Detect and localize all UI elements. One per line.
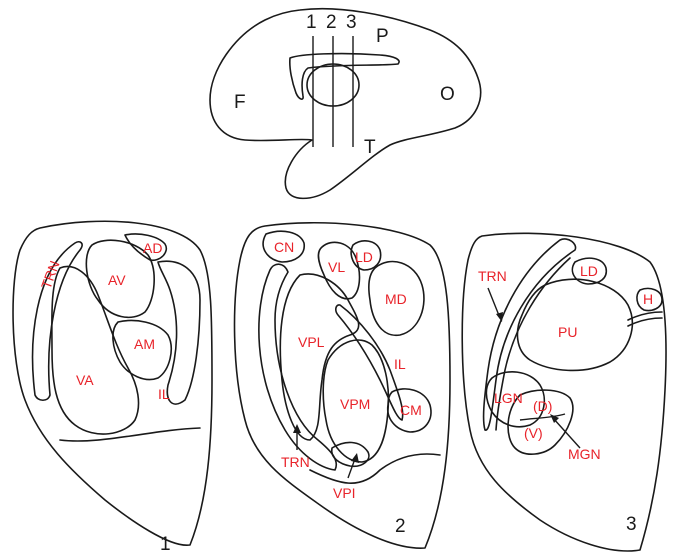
- callosal-contour: [289, 52, 400, 100]
- region-am: [112, 319, 172, 381]
- section-number: 1: [160, 534, 171, 555]
- arrow-trn-head: [293, 424, 301, 433]
- section-2-ventral-line: [309, 453, 441, 484]
- label-ld: LD: [355, 249, 373, 265]
- region-trn: [258, 263, 337, 471]
- region-trn: [31, 241, 83, 402]
- label-va: VA: [76, 372, 94, 388]
- label-trn: TRN: [281, 454, 310, 470]
- section-number: 3: [626, 514, 637, 535]
- label-v: (V): [524, 425, 543, 441]
- region-lamina: [627, 311, 663, 327]
- region-trn: [482, 238, 577, 431]
- section-1: TRN AV AD AM VA IL 1: [12, 220, 213, 555]
- region-va: [51, 265, 140, 435]
- region-cn: [262, 230, 305, 263]
- region-h: [636, 287, 663, 312]
- section-1-outline: [12, 220, 213, 546]
- section-number: 2: [395, 516, 406, 537]
- region-ld: [350, 240, 382, 271]
- region-ld: [571, 257, 608, 285]
- region-internal-capsule: [157, 260, 201, 405]
- label-ad: AD: [143, 240, 162, 256]
- brain-lateral-view: 1 2 3 P F O T: [209, 7, 482, 200]
- section-3: TRN LD H PU LGN (D) (V) MGN 3: [461, 232, 667, 552]
- label-lgn: LGN: [494, 390, 523, 406]
- region-vpm: [322, 339, 390, 463]
- region-cm: [386, 388, 432, 433]
- arrow-mgn: [552, 417, 581, 449]
- label-av: AV: [108, 272, 126, 288]
- section-line-label-2: 2: [326, 12, 337, 33]
- region-md: [368, 260, 425, 336]
- section-1-ventral-line: [59, 427, 201, 442]
- label-md: MD: [385, 291, 407, 307]
- lobe-label-occipital: O: [440, 84, 455, 105]
- lobe-label-temporal: T: [364, 137, 376, 158]
- label-pu: PU: [558, 324, 577, 340]
- region-pu: [516, 278, 634, 372]
- label-h: H: [643, 291, 653, 307]
- label-il: IL: [394, 356, 406, 372]
- label-vl: VL: [328, 259, 345, 275]
- arrow-trn-head: [496, 312, 503, 322]
- label-am: AM: [134, 336, 155, 352]
- brain-outline: [209, 7, 482, 200]
- region-vl: [317, 241, 361, 300]
- region-lgn: [485, 371, 546, 428]
- arrow-mgn-head: [550, 414, 559, 423]
- region-mgn-divider: [519, 413, 566, 421]
- region-il: [335, 304, 404, 421]
- label-cn: CN: [274, 239, 294, 255]
- label-vpi: VPI: [333, 485, 356, 501]
- arrow-vpi-head: [351, 453, 359, 463]
- section-2: CN VL LD MD VPL IL VPM CM TRN VPI 2: [233, 221, 451, 549]
- region-vpi: [330, 441, 370, 468]
- label-mgn: MGN: [568, 446, 601, 462]
- label-trn: TRN: [478, 268, 507, 284]
- section-3-outline: [461, 232, 667, 552]
- label-vpm: VPM: [340, 396, 370, 412]
- section-2-outline: [233, 221, 451, 549]
- region-mgn: [507, 389, 574, 455]
- label-vpl: VPL: [298, 334, 325, 350]
- section-line-label-3: 3: [346, 12, 357, 33]
- region-ad: [124, 233, 168, 262]
- label-cm: CM: [400, 402, 422, 418]
- label-trn: TRN: [38, 259, 63, 292]
- label-ld: LD: [580, 263, 598, 279]
- lobe-label-parietal: P: [376, 26, 389, 47]
- region-vpl: [279, 273, 360, 441]
- label-il: IL: [158, 386, 170, 402]
- lobe-label-frontal: F: [234, 92, 246, 113]
- region-trn-inner: [495, 257, 571, 431]
- section-line-label-1: 1: [306, 12, 317, 33]
- arrow-trn: [487, 287, 501, 319]
- label-d: (D): [533, 398, 552, 414]
